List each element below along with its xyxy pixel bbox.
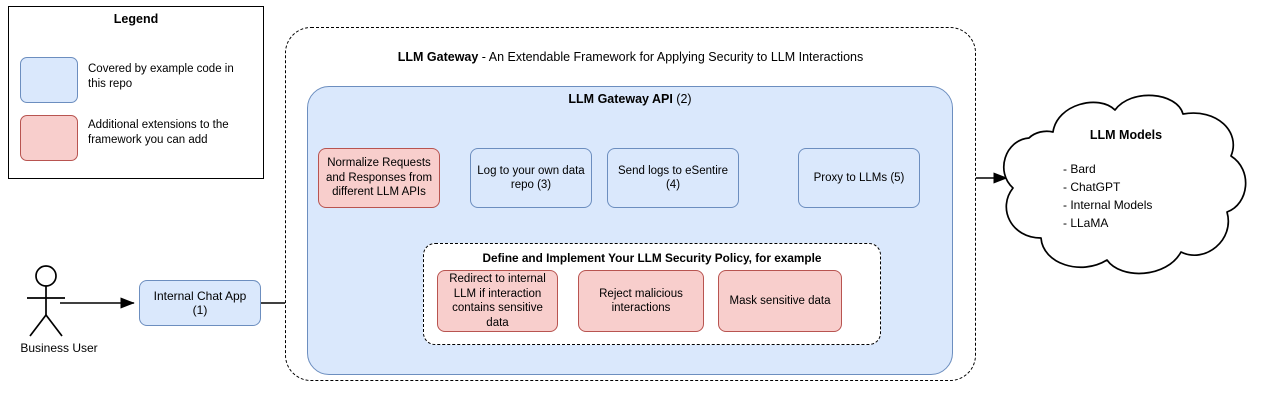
llm-gateway-api-title-rest: (2) <box>672 92 692 106</box>
llm-models-list: - Bard - ChatGPT - Internal Models - LLa… <box>1063 160 1253 232</box>
legend-title: Legend <box>113 12 159 26</box>
step-proxy-to-llms[interactable]: Proxy to LLMs (5) <box>798 148 920 208</box>
policy-reject-malicious-interactions[interactable]: Reject malicious interactions <box>578 270 704 332</box>
llm-gateway-api-title-bold: LLM Gateway API <box>568 92 673 106</box>
llm-model-item: - Internal Models <box>1063 198 1153 212</box>
llm-model-item: - Bard <box>1063 162 1096 176</box>
step-log-to-data-repo[interactable]: Log to your own data repo (3) <box>470 148 592 208</box>
legend-swatch-extensions <box>20 115 78 161</box>
llm-model-item: - ChatGPT <box>1063 180 1121 194</box>
step-normalize-requests[interactable]: Normalize Requests and Responses from di… <box>318 148 440 208</box>
llm-model-item: - LLaMA <box>1063 216 1109 230</box>
llm-gateway-title: LLM Gateway - An Extendable Framework fo… <box>285 50 976 64</box>
llm-gateway-title-bold: LLM Gateway <box>397 50 479 64</box>
legend-label-covered: Covered by example code in this repo <box>88 63 234 90</box>
llm-models-title: LLM Models <box>1089 128 1163 142</box>
policy-redirect-to-internal-llm[interactable]: Redirect to internal LLM if interaction … <box>437 270 558 332</box>
security-policy-title: Define and Implement Your LLM Security P… <box>482 251 822 265</box>
step-send-logs-to-esentire[interactable]: Send logs to eSentire (4) <box>607 148 739 208</box>
stick-figure-icon <box>27 265 65 337</box>
business-user-label: Business User <box>20 341 98 355</box>
llm-gateway-title-rest: - An Extendable Framework for Applying S… <box>478 50 864 64</box>
legend-swatch-covered <box>20 57 78 103</box>
llm-models-cloud-icon <box>1003 94 1247 275</box>
llm-gateway-api-title: LLM Gateway API (2) <box>307 92 953 106</box>
internal-chat-app-box[interactable]: Internal Chat App (1) <box>139 280 261 326</box>
policy-mask-sensitive-data[interactable]: Mask sensitive data <box>718 270 842 332</box>
legend-label-extensions: Additional extensions to the framework y… <box>88 119 229 146</box>
